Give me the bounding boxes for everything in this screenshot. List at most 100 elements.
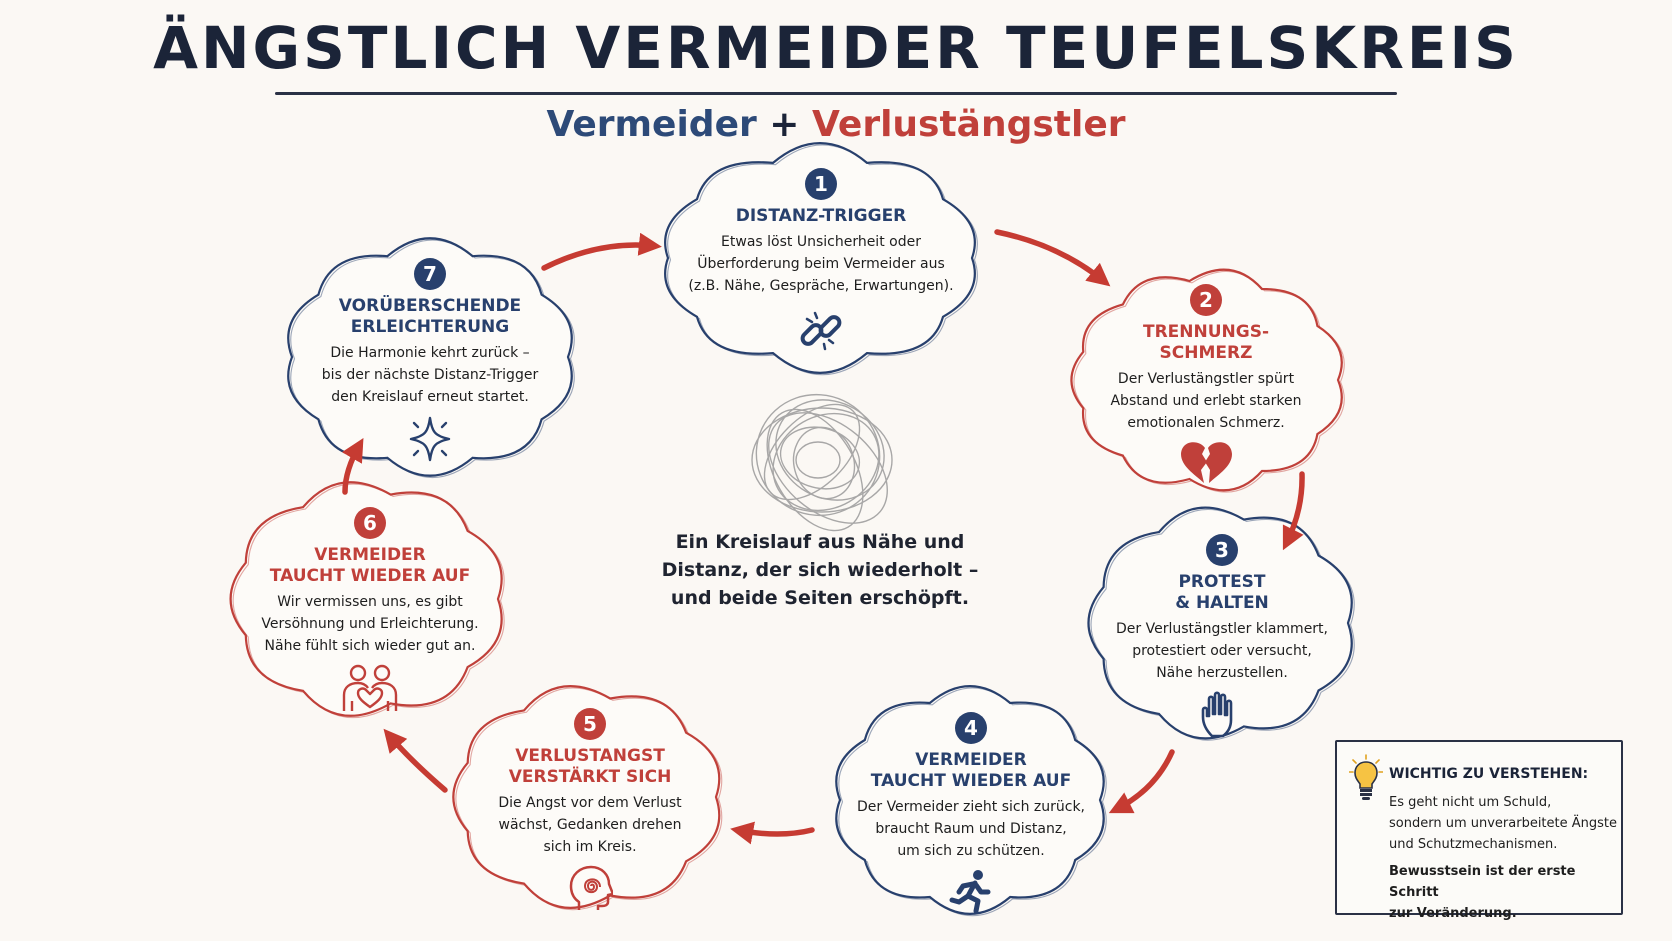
tangled-scribble-icon — [751, 393, 893, 532]
step-title: TRENNUNGS- SCHMERZ — [1066, 322, 1346, 364]
step-text-line: Nähe herzustellen. — [1156, 665, 1288, 681]
step-text-line: emotionalen Schmerz. — [1127, 415, 1285, 431]
step-number-badge: 3 — [1206, 534, 1238, 566]
step-title: DISTANZ-TRIGGER — [670, 206, 972, 227]
lightbulb-icon — [1349, 754, 1383, 800]
cycle-arrow — [341, 437, 364, 495]
step-text-line: Der Vermeider zieht sich zurück, — [856, 799, 1086, 815]
step-title: VERLUSTANGST VERSTÄRKT SICH — [450, 746, 730, 788]
broken-chain-icon — [800, 311, 842, 351]
step-description: Die Harmonie kehrt zurück – bis der näch… — [290, 342, 570, 408]
step-description: Der Vermeider zieht sich zurück, braucht… — [830, 796, 1112, 862]
step-title-line: DISTANZ-TRIGGER — [735, 206, 907, 226]
step-text-line: Der Verlustängstler klammert, — [1116, 621, 1328, 637]
step-number-badge: 5 — [574, 708, 606, 740]
info-text: Es geht nicht um Schuld, sondern um unve… — [1389, 792, 1619, 855]
step-text-line: Die Angst vor dem Verlust — [498, 795, 682, 811]
step-text-line: braucht Raum und Distanz, — [875, 821, 1067, 837]
cloud-outline — [455, 687, 723, 911]
broken-heart-icon — [1181, 442, 1232, 483]
step-text-line: Die Harmonie kehrt zurück – — [330, 345, 530, 361]
cycle-arrow — [1108, 749, 1175, 814]
step-title-line: VERLUSTANGST — [515, 746, 665, 766]
step-text-line: um sich zu schützen. — [897, 843, 1045, 859]
step-5-loss-fear-grows: 5 VERLUSTANGST VERSTÄRKT SICH Die Angst … — [450, 708, 730, 912]
cloud-outline — [229, 481, 503, 717]
step-description: Der Verlustängstler spürt Abstand und er… — [1066, 368, 1346, 434]
subtitle-plus: + — [769, 104, 800, 145]
step-description: Der Verlustängstler klammert, protestier… — [1077, 618, 1367, 684]
info-text-line: und Schutzmechanismen. — [1389, 837, 1558, 852]
cycle-arrow — [994, 229, 1111, 287]
step-title-line: SCHMERZ — [1159, 343, 1253, 363]
step-4-avoider-withdraws: 4 VERMEIDER TAUCHT WIEDER AUF Der Vermei… — [830, 712, 1112, 914]
cloud-outline — [287, 237, 573, 477]
step-title: VORÜBERSCHENDE ERLEICHTERUNG — [290, 296, 570, 338]
step-text-line: Überforderung beim Vermeider aus — [697, 256, 945, 272]
info-heading: WICHTIG ZU VERSTEHEN: — [1389, 766, 1589, 782]
cycle-arrow — [541, 232, 662, 271]
running-person-icon — [949, 870, 991, 914]
info-box: WICHTIG ZU VERSTEHEN: Es geht nicht um S… — [1335, 740, 1623, 921]
cloud-outline — [1073, 271, 1345, 493]
step-title-line: VERMEIDER — [915, 750, 1027, 770]
step-2-separation-pain: 2 TRENNUNGS- SCHMERZ Der Verlustängstler… — [1066, 284, 1346, 486]
cloud-outline — [452, 685, 721, 909]
info-emphasis-line: Bewusstsein ist der erste Schritt — [1389, 864, 1576, 900]
step-text-line: wächst, Gedanken drehen — [498, 817, 682, 833]
step-text-line: Abstand und erlebt starken — [1110, 393, 1302, 409]
info-text-line: sondern um unverarbeitete Ängste — [1389, 816, 1618, 831]
cloud-outline — [1087, 506, 1353, 740]
center-caption-line: und beide Seiten erschöpft. — [670, 587, 970, 609]
step-6-avoider-returns: 6 VERMEIDER TAUCHT WIEDER AUF Wir vermis… — [230, 507, 510, 713]
cloud-outline — [838, 687, 1107, 917]
step-text-line: sich im Kreis. — [543, 839, 637, 855]
step-1-distance-trigger: 1 DISTANZ-TRIGGER Etwas löst Unsicherhei… — [670, 168, 972, 359]
step-text-line: Nähe fühlt sich wieder gut an. — [264, 638, 476, 654]
info-emphasis: Bewusstsein ist der erste Schritt zur Ve… — [1389, 861, 1619, 924]
cloud-outline — [290, 239, 575, 478]
step-text-line: (z.B. Nähe, Gespräche, Erwartungen). — [688, 278, 954, 294]
cycle-arrow — [730, 821, 815, 845]
step-text-line: Wir vermissen uns, es gibt — [277, 594, 463, 610]
subtitle-anxious: Verlustängstler — [812, 104, 1126, 145]
step-description: Wir vermissen uns, es gibt Versöhnung un… — [230, 591, 510, 657]
step-title-line: TRENNUNGS- — [1142, 322, 1270, 342]
step-text-line: Versöhnung und Erleichterung. — [261, 616, 479, 632]
step-description: Etwas löst Unsicherheit oder Überforderu… — [670, 231, 972, 297]
step-number-badge: 1 — [805, 168, 837, 200]
cycle-arrow — [383, 728, 448, 793]
cloud-outline — [664, 142, 976, 374]
step-title-line: TAUCHT WIEDER AUF — [870, 771, 1072, 791]
step-title: VERMEIDER TAUCHT WIEDER AUF — [230, 545, 510, 587]
step-text-line: bis der nächste Distanz-Trigger — [321, 367, 539, 383]
center-caption: Ein Kreislauf aus Nähe und Distanz, der … — [660, 528, 980, 612]
hand-icon — [1201, 691, 1233, 738]
cloud-outline — [232, 483, 505, 719]
step-number-badge: 7 — [414, 258, 446, 290]
cloud-outline — [1070, 268, 1343, 492]
step-text-line: den Kreislauf erneut startet. — [331, 389, 529, 405]
step-description: Die Angst vor dem Verlust wächst, Gedank… — [450, 792, 730, 858]
step-number-badge: 2 — [1190, 284, 1222, 316]
subtitle-avoider: Vermeider — [546, 104, 757, 145]
center-caption-line: Ein Kreislauf aus Nähe und — [675, 531, 965, 553]
spiral-head-icon — [569, 865, 613, 910]
cloud-outline — [1090, 509, 1355, 741]
step-title-line: & HALTEN — [1175, 593, 1269, 613]
center-caption-line: Distanz, der sich wiederholt – — [661, 559, 979, 581]
step-title-line: VERMEIDER — [314, 545, 426, 565]
info-text-line: Es geht nicht um Schuld, — [1389, 795, 1552, 810]
step-title-line: VERSTÄRKT SICH — [508, 767, 672, 787]
step-title-line: PROTEST — [1178, 572, 1266, 592]
step-title-line: VORÜBERSCHENDE — [338, 296, 522, 316]
step-text-line: protestiert oder versucht, — [1132, 643, 1312, 659]
page-title: ÄNGSTLICH VERMEIDER TEUFELSKREIS — [153, 14, 1519, 82]
step-3-protest-holding: 3 PROTEST & HALTEN Der Verlustängstler k… — [1077, 534, 1367, 740]
step-7-temporary-relief: 7 VORÜBERSCHENDE ERLEICHTERUNG Die Harmo… — [290, 258, 570, 464]
sparkle-icon — [409, 416, 451, 462]
step-text-line: Der Verlustängstler spürt — [1117, 371, 1295, 387]
step-title: PROTEST & HALTEN — [1077, 572, 1367, 614]
info-emphasis-line: zur Veränderung. — [1389, 906, 1517, 921]
